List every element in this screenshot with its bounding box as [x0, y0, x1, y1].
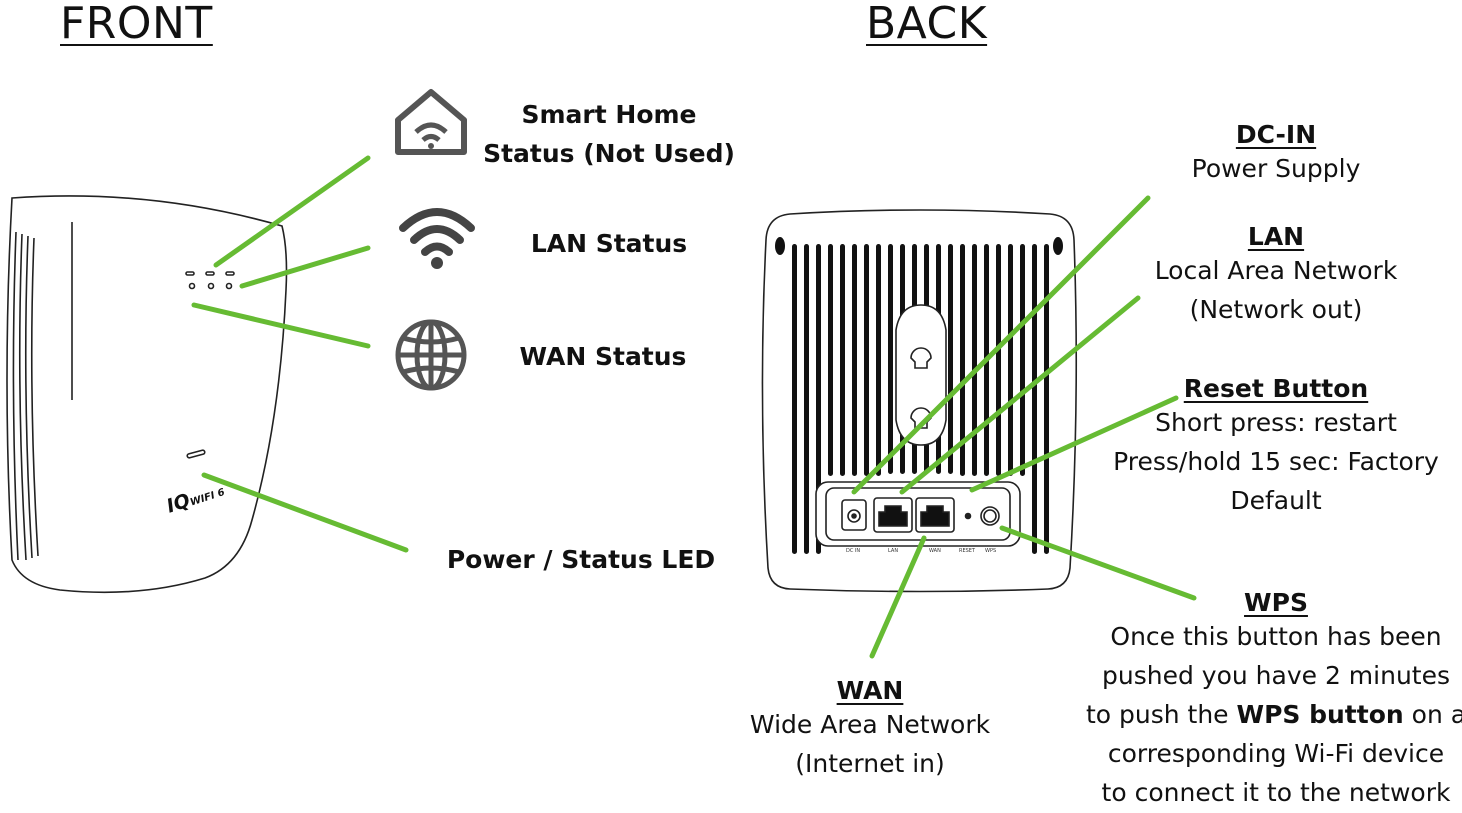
vent-slot: [852, 244, 857, 476]
vent-slot: [996, 244, 1001, 476]
port-label-wps: WPS: [985, 548, 997, 554]
vent-slot: [804, 244, 809, 554]
wan-port: [915, 497, 955, 533]
lan-title: LAN: [1247, 222, 1305, 251]
port-label-lan: LAN: [888, 548, 899, 554]
leader-smart-home: [213, 155, 371, 268]
dc-in-title: DC-IN: [1235, 120, 1317, 149]
wifi-icon: [399, 208, 475, 269]
front-title: FRONT: [60, 0, 213, 49]
leader-dc-in: [851, 195, 1151, 495]
dc-in-port: [841, 499, 867, 531]
smart-home-label: Smart Home Status (Not Used): [483, 100, 735, 168]
wan-status-label: WAN Status: [519, 342, 687, 371]
vent-slot: [792, 244, 797, 554]
leader-lan-status: [239, 245, 371, 289]
vent-slot: [864, 244, 869, 476]
back-title: BACK: [866, 0, 988, 49]
wan-title: WAN: [836, 676, 904, 705]
lan-port: [873, 497, 913, 533]
wps-title: WPS: [1244, 588, 1308, 617]
port-panel: [815, 481, 1021, 547]
leader-power-led: [201, 472, 409, 553]
router-back: [761, 209, 1078, 593]
vent-slot: [960, 244, 965, 476]
vent-slot: [948, 244, 953, 474]
wps-callout: WPS Once this button has been pushed you…: [1086, 588, 1462, 812]
lan-status-label: LAN Status: [530, 229, 688, 258]
leader-reset: [969, 395, 1179, 493]
leader-wan-status: [191, 302, 371, 349]
leader-wps: [999, 525, 1197, 601]
port-label-wan: WAN: [929, 548, 941, 554]
reset-title: Reset Button: [1183, 374, 1369, 403]
vent-slot: [1032, 244, 1037, 554]
dc-in-desc: Power Supply: [1191, 154, 1361, 183]
leader-lan: [899, 295, 1141, 495]
leader-lines: [191, 155, 1197, 659]
wps-button: [980, 506, 1000, 526]
vent-slot: [888, 244, 893, 474]
reset-callout: Reset Button Short press: restart Press/…: [1113, 374, 1439, 515]
vent-slot: [1020, 244, 1025, 476]
vent-slot: [1044, 244, 1049, 554]
port-label-dc-in: DC IN: [846, 548, 861, 554]
globe-icon: [395, 319, 467, 391]
power-led-label: Power / Status LED: [446, 545, 716, 574]
reset-button: [964, 512, 972, 520]
home-wifi-icon: [395, 89, 467, 155]
wan-callout: WAN Wide Area Network (Internet in): [749, 676, 991, 778]
vent-slot: [840, 244, 845, 476]
mount-screw-holes: [775, 237, 1063, 255]
port-label-reset: RESET: [959, 548, 976, 554]
vent-slot: [828, 244, 833, 476]
leader-wan: [869, 535, 927, 659]
vent-slot: [816, 244, 821, 554]
vent-slot: [1008, 244, 1013, 476]
lan-callout: LAN Local Area Network (Network out): [1154, 222, 1398, 324]
router-front: [6, 195, 288, 594]
vent-slot: [876, 244, 881, 476]
vent-slot: [972, 244, 977, 476]
dc-in-callout: DC-IN Power Supply: [1192, 120, 1361, 188]
